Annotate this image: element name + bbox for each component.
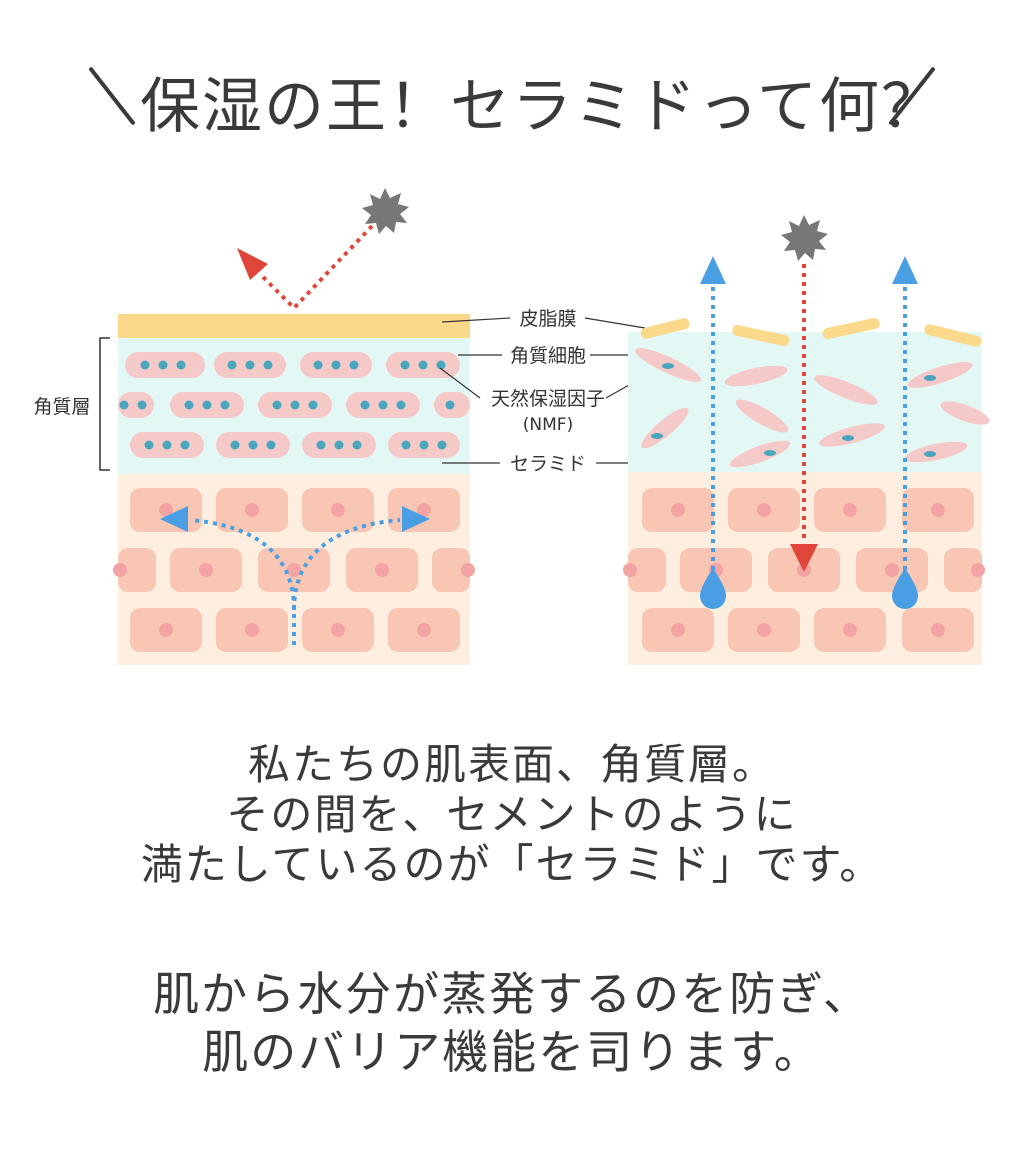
paragraph1-line3: 満たしているのが「セラミド」です。 bbox=[140, 840, 884, 889]
water-evaporation-arrows bbox=[711, 286, 907, 570]
sebum-layer-left bbox=[118, 314, 470, 338]
nmf-dots-left bbox=[119, 360, 455, 450]
paragraph2-line1: 肌から水分が蒸発するのを防ぎ、 bbox=[153, 967, 871, 1021]
label-corneocyte: 角質細胞 bbox=[510, 345, 586, 367]
blue-arrowhead-right-icon bbox=[402, 506, 430, 532]
paragraph2-line2: 肌のバリア機能を司ります。 bbox=[202, 1025, 822, 1079]
moisture-retention-arrows bbox=[189, 518, 401, 645]
uv-star-icon-right bbox=[781, 215, 828, 261]
stratum-bracket bbox=[99, 337, 110, 471]
healthy-skin-panel bbox=[99, 188, 475, 665]
broken-sebum-right bbox=[640, 318, 982, 347]
damaged-skin-panel bbox=[623, 215, 990, 665]
red-arrowhead-down-icon bbox=[790, 544, 818, 572]
label-stratum: 角質層 bbox=[33, 396, 90, 418]
red-arrowhead-icon bbox=[237, 248, 268, 280]
water-drop-icon-2 bbox=[892, 568, 918, 609]
paragraph1-line2: その間を、セメントのように bbox=[226, 790, 798, 839]
label-sebum: 皮脂膜 bbox=[519, 308, 576, 330]
explanation-paragraph-1: 私たちの肌表面、角質層。 その間を、セメントのように 満たしているのが「セラミド… bbox=[0, 740, 1024, 890]
page-title: 保湿の王！セラミドって何？ bbox=[140, 72, 943, 142]
title-slash-left bbox=[88, 66, 136, 126]
label-nmf-abbr: (NMF) bbox=[523, 415, 573, 435]
blue-arrowhead-left-icon bbox=[160, 506, 188, 532]
scattered-nmf-right bbox=[651, 363, 936, 457]
epidermal-nuclei-left bbox=[113, 503, 475, 637]
explanation-paragraph-2: 肌から水分が蒸発するのを防ぎ、 肌のバリア機能を司ります。 bbox=[0, 965, 1024, 1081]
label-ceramide: セラミド bbox=[510, 453, 586, 475]
blue-arrowhead-up-icon-2 bbox=[892, 256, 918, 284]
blue-arrowhead-up-icon bbox=[700, 256, 726, 284]
water-drop-icon bbox=[700, 568, 726, 609]
title-area: 保湿の王！セラミドって何？ bbox=[0, 50, 1024, 142]
paragraph1-line1: 私たちの肌表面、角質層。 bbox=[247, 740, 776, 789]
reflected-uv-ray bbox=[260, 224, 374, 311]
uv-star-icon bbox=[362, 188, 409, 234]
label-nmf: 天然保湿因子 bbox=[491, 388, 605, 410]
skin-diagram: 皮脂膜 角質細胞 天然保湿因子 (NMF) セラミド 角質層 bbox=[33, 188, 990, 665]
